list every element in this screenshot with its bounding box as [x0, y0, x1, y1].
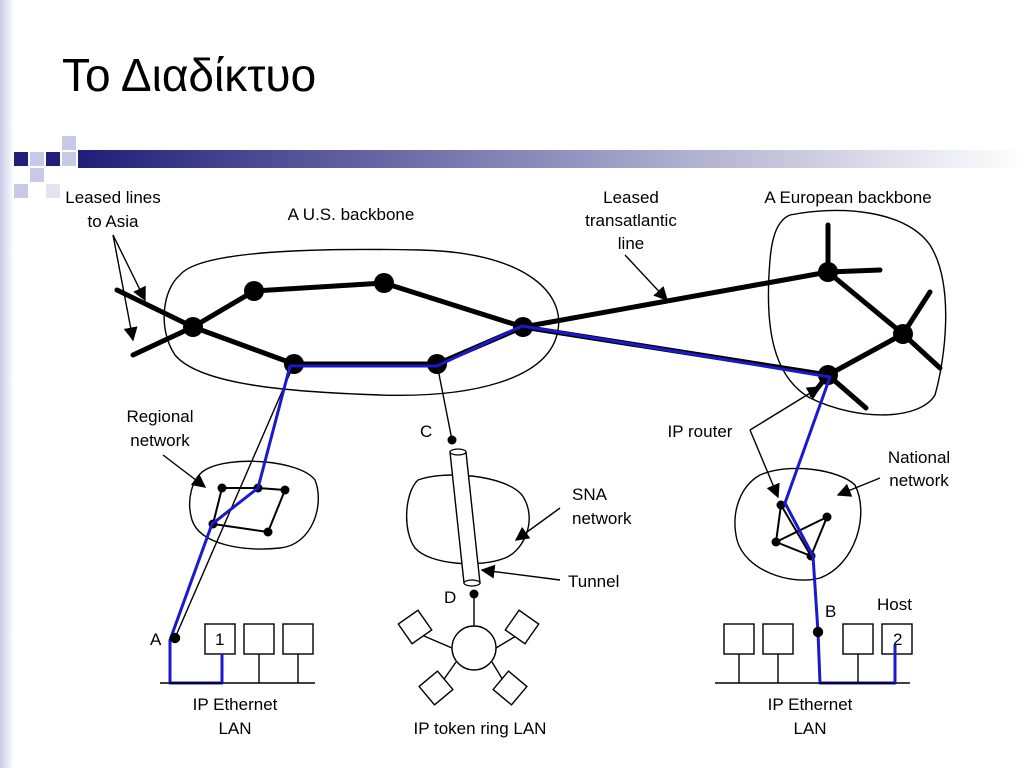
label-national-2: network — [889, 471, 949, 490]
label-regional-2: network — [130, 431, 190, 450]
label-lan-left-2: LAN — [218, 719, 251, 738]
label-host: Host — [877, 595, 912, 614]
label-leased-trans-1: Leased — [603, 188, 659, 207]
label-leased-trans-2: transatlantic — [585, 211, 677, 230]
label-point-a: A — [150, 630, 162, 649]
label-national-1: National — [888, 448, 950, 467]
tunnel — [447, 435, 481, 628]
label-ip-router: IP router — [668, 422, 733, 441]
label-eu-backbone: A European backbone — [764, 188, 931, 207]
annotation-arrows — [112, 234, 881, 581]
ethernet-lan-left — [160, 623, 315, 684]
label-point-d: D — [444, 588, 456, 607]
label-us-backbone: A U.S. backbone — [288, 205, 415, 224]
backbone-router-nodes — [183, 262, 913, 385]
label-sna-2: network — [572, 509, 632, 528]
label-leased-trans-3: line — [618, 234, 644, 253]
label-tunnel: Tunnel — [568, 572, 619, 591]
label-lan-right-2: LAN — [793, 719, 826, 738]
label-lan-right-1: IP Ethernet — [768, 695, 853, 714]
label-host-2: 2 — [893, 630, 902, 649]
label-host-1: 1 — [215, 630, 224, 649]
label-lan-left-1: IP Ethernet — [193, 695, 278, 714]
us-backbone-cloud — [163, 248, 560, 397]
national-network-links — [775, 504, 828, 557]
label-to-asia: to Asia — [87, 212, 139, 231]
ethernet-lan-right — [715, 623, 913, 684]
label-token-ring: IP token ring LAN — [414, 719, 547, 738]
slide-title: Το Διαδίκτυο — [62, 49, 317, 101]
token-ring-lan — [397, 609, 540, 706]
national-network-cloud — [734, 467, 862, 581]
regional-network-cloud — [188, 460, 319, 550]
header-decor-bar — [14, 136, 1024, 198]
label-regional-1: Regional — [126, 407, 193, 426]
route-host-drops — [220, 645, 897, 683]
label-point-b: B — [825, 602, 836, 621]
label-sna-1: SNA — [572, 485, 608, 504]
eu-backbone-cloud — [767, 209, 947, 416]
label-point-c: C — [420, 422, 432, 441]
left-decor-band — [0, 0, 14, 768]
thin-connection-lines — [174, 363, 453, 639]
label-leased-lines: Leased lines — [65, 188, 160, 207]
